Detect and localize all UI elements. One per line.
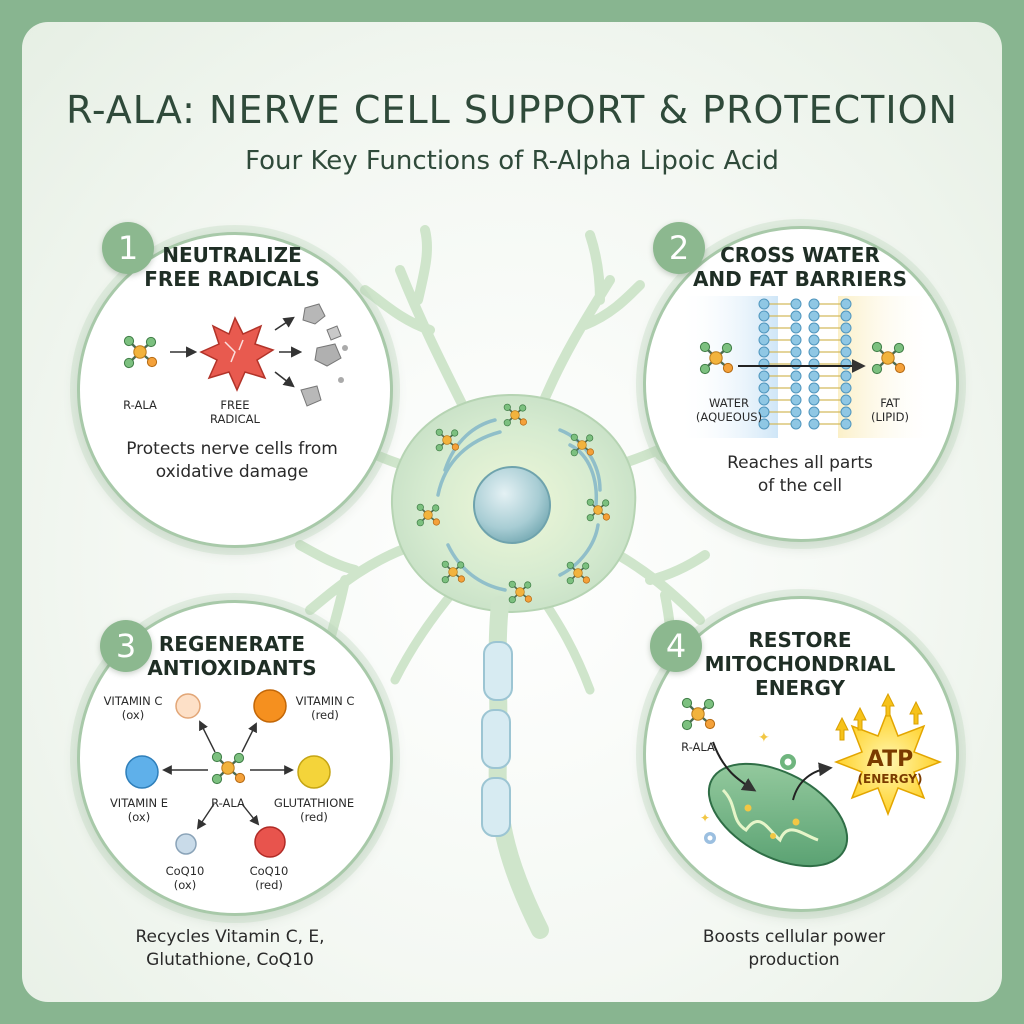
mitochondrion-icon (707, 762, 849, 868)
badge-2: 2 (653, 222, 705, 274)
vitamin-e-icon (125, 755, 159, 789)
panel-neutralize-free-radicals (77, 232, 393, 548)
badge-1: 1 (102, 222, 154, 274)
panel-1-heading: NEUTRALIZE FREE RADICALS (144, 243, 320, 291)
badge-3: 3 (100, 620, 152, 672)
fat-lipid-label: FAT (LIPID) (871, 396, 909, 424)
panel-4-heading: RESTORE MITOCHONDRIAL ENERGY (704, 628, 896, 700)
r-ala-label: R-ALA (123, 398, 157, 412)
free-radical-burst-icon (199, 316, 275, 392)
lipid-bilayer-icon (678, 296, 938, 438)
panel-3-heading: REGENERATE ANTIOXIDANTS (147, 632, 317, 680)
coq10-red-label: CoQ10(red) (249, 864, 289, 892)
coq10-ox-label: CoQ10(ox) (165, 864, 205, 892)
atp-starburst-icon (833, 707, 943, 817)
vitamin-c-red-icon (253, 689, 287, 723)
panel-2-description: Reaches all parts of the cell (727, 453, 873, 496)
glutathione-label: GLUTATHIONE(red) (273, 796, 355, 824)
vitamin-c-red-label: VITAMIN C(red) (295, 694, 355, 722)
main-title: R-ALA: NERVE CELL SUPPORT & PROTECTION (66, 88, 958, 132)
panel-3-illustration (125, 689, 331, 858)
r-ala-molecule-icon (123, 335, 158, 369)
nucleus (473, 466, 551, 544)
panel-4-illustration: ✦ ✦ (681, 692, 943, 868)
panel-2-heading: CROSS WATER AND FAT BARRIERS (692, 243, 908, 291)
coq10-ox-icon (175, 833, 197, 855)
panel-1-illustration (123, 303, 348, 407)
vitamin-c-ox-icon (175, 693, 201, 719)
coq10-red-icon (254, 826, 286, 858)
free-radical-label: FREE RADICAL (210, 398, 260, 426)
vitamin-e-label: VITAMIN E(ox) (109, 796, 169, 824)
water-aqueous-label: WATER (AQUEOUS) (695, 396, 763, 424)
panel-4-description: Boosts cellular power production (702, 927, 886, 970)
badge-4: 4 (650, 620, 702, 672)
svg-text:✦: ✦ (758, 730, 770, 746)
svg-text:✦: ✦ (700, 811, 710, 825)
r-ala-center-label: R-ALA (211, 796, 245, 810)
atp-label: ATP (ENERGY) (857, 747, 923, 787)
gear-icon (704, 754, 796, 844)
vitamin-c-ox-label: VITAMIN C(ox) (103, 694, 163, 722)
r-ala-label-4: R-ALA (681, 740, 715, 754)
axon (481, 596, 549, 939)
panel-1-description: Protects nerve cells from oxidative dama… (126, 439, 338, 482)
panel-3-description: Recycles Vitamin C, E, Glutathione, CoQ1… (135, 927, 325, 970)
glutathione-icon (297, 755, 331, 789)
subtitle: Four Key Functions of R-Alpha Lipoic Aci… (245, 146, 779, 176)
